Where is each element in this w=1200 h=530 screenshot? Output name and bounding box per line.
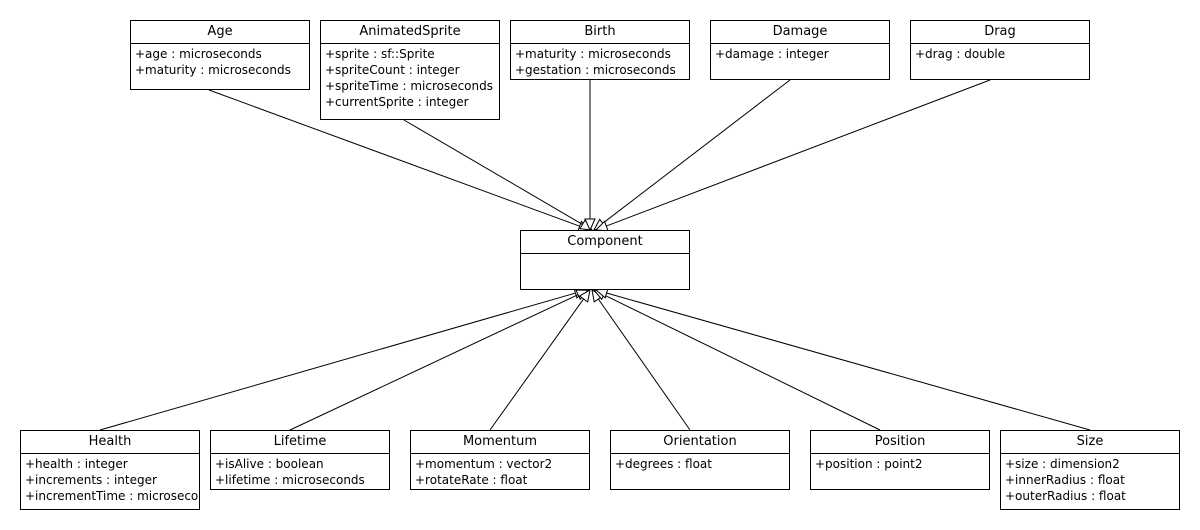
attribute: +health : integer: [25, 457, 128, 471]
class-name: Age: [131, 21, 309, 44]
class-name: Momentum: [411, 431, 589, 454]
attribute: +maturity : microseconds: [515, 47, 671, 61]
class-name: Health: [21, 431, 199, 454]
attribute: +currentSprite : integer: [325, 95, 469, 109]
edge-damage-component: [593, 79, 791, 231]
edge-line: [403, 119, 583, 225]
edge-health-component: [99, 287, 588, 431]
attribute: +age : microseconds: [135, 47, 262, 61]
attribute-list: +sprite : sf::Sprite +spriteCount : inte…: [321, 44, 499, 110]
class-name: Position: [811, 431, 989, 454]
edge-line: [602, 79, 791, 224]
class-birth[interactable]: Birth +maturity : microseconds +gestatio…: [510, 20, 690, 80]
attribute: +rotateRate : float: [415, 473, 528, 487]
edge-line: [208, 89, 580, 227]
edge-orientation-component: [591, 289, 691, 431]
class-name: Orientation: [611, 431, 789, 454]
attribute-list: +damage : integer: [711, 44, 889, 62]
attribute-list: [521, 254, 689, 256]
edge-line: [597, 298, 691, 431]
attribute-list: +maturity : microseconds +gestation : mi…: [511, 44, 689, 78]
class-momentum[interactable]: Momentum +momentum : vector2 +rotateRate…: [410, 430, 590, 490]
attribute-list: +position : point2: [811, 454, 989, 472]
attribute-list: +momentum : vector2 +rotateRate : float: [411, 454, 589, 488]
attribute-list: +health : integer +increments : integer …: [21, 454, 199, 504]
class-size[interactable]: Size +size : dimension2 +innerRadius : f…: [1000, 430, 1180, 510]
edge-size-component: [594, 287, 1091, 431]
generalization-arrowhead: [584, 218, 596, 232]
class-health[interactable]: Health +health : integer +increments : i…: [20, 430, 200, 510]
attribute: +maturity : microseconds: [135, 63, 291, 77]
class-name: Component: [521, 231, 689, 254]
class-damage[interactable]: Damage +damage : integer: [710, 20, 890, 80]
class-orientation[interactable]: Orientation +degrees : float: [610, 430, 790, 490]
attribute-list: +isAlive : boolean +lifetime : microseco…: [211, 454, 389, 488]
attribute: +incrementTime : microseconds: [25, 489, 199, 503]
attribute: +spriteTime : microseconds: [325, 79, 493, 93]
class-lifetime[interactable]: Lifetime +isAlive : boolean +lifetime : …: [210, 430, 390, 490]
attribute: +increments : integer: [25, 473, 157, 487]
attribute: +damage : integer: [715, 47, 829, 61]
class-name: Birth: [511, 21, 689, 44]
class-name: Size: [1001, 431, 1179, 454]
attribute: +position : point2: [815, 457, 923, 471]
class-component[interactable]: Component: [520, 230, 690, 290]
attribute-list: +age : microseconds +maturity : microsec…: [131, 44, 309, 78]
edge-drag-component: [594, 79, 991, 232]
attribute: +degrees : float: [615, 457, 712, 471]
attribute: +isAlive : boolean: [215, 457, 324, 471]
attribute: +spriteCount : integer: [325, 63, 460, 77]
attribute: +gestation : microseconds: [515, 63, 676, 77]
attribute-list: +size : dimension2 +innerRadius : float …: [1001, 454, 1179, 504]
edge-lifetime-component: [289, 289, 590, 431]
generalization-arrowhead: [578, 289, 591, 303]
edge-position-component: [592, 289, 881, 431]
edge-line: [99, 292, 576, 431]
class-name: AnimatedSprite: [321, 21, 499, 44]
class-name: Drag: [911, 21, 1089, 44]
attribute: +sprite : sf::Sprite: [325, 47, 435, 61]
edge-line: [606, 292, 1091, 431]
class-drag[interactable]: Drag +drag : double: [910, 20, 1090, 80]
edge-animatedsprite-component: [403, 119, 594, 231]
attribute: +drag : double: [915, 47, 1006, 61]
class-name: Damage: [711, 21, 889, 44]
attribute: +lifetime : microseconds: [215, 473, 365, 487]
attribute: +innerRadius : float: [1005, 473, 1125, 487]
edge-line: [603, 294, 881, 431]
class-animatedsprite[interactable]: AnimatedSprite +sprite : sf::Sprite +spr…: [320, 20, 500, 120]
edge-line: [289, 294, 579, 431]
edge-line: [489, 298, 585, 431]
attribute: +momentum : vector2: [415, 457, 553, 471]
class-position[interactable]: Position +position : point2: [810, 430, 990, 490]
attribute: +outerRadius : float: [1005, 489, 1126, 503]
class-age[interactable]: Age +age : microseconds +maturity : micr…: [130, 20, 310, 90]
attribute: +size : dimension2: [1005, 457, 1120, 471]
edge-birth-component: [584, 80, 596, 232]
class-name: Lifetime: [211, 431, 389, 454]
attribute-list: +degrees : float: [611, 454, 789, 472]
attribute-list: +drag : double: [911, 44, 1089, 62]
edge-momentum-component: [489, 289, 591, 431]
edge-line: [606, 79, 991, 227]
